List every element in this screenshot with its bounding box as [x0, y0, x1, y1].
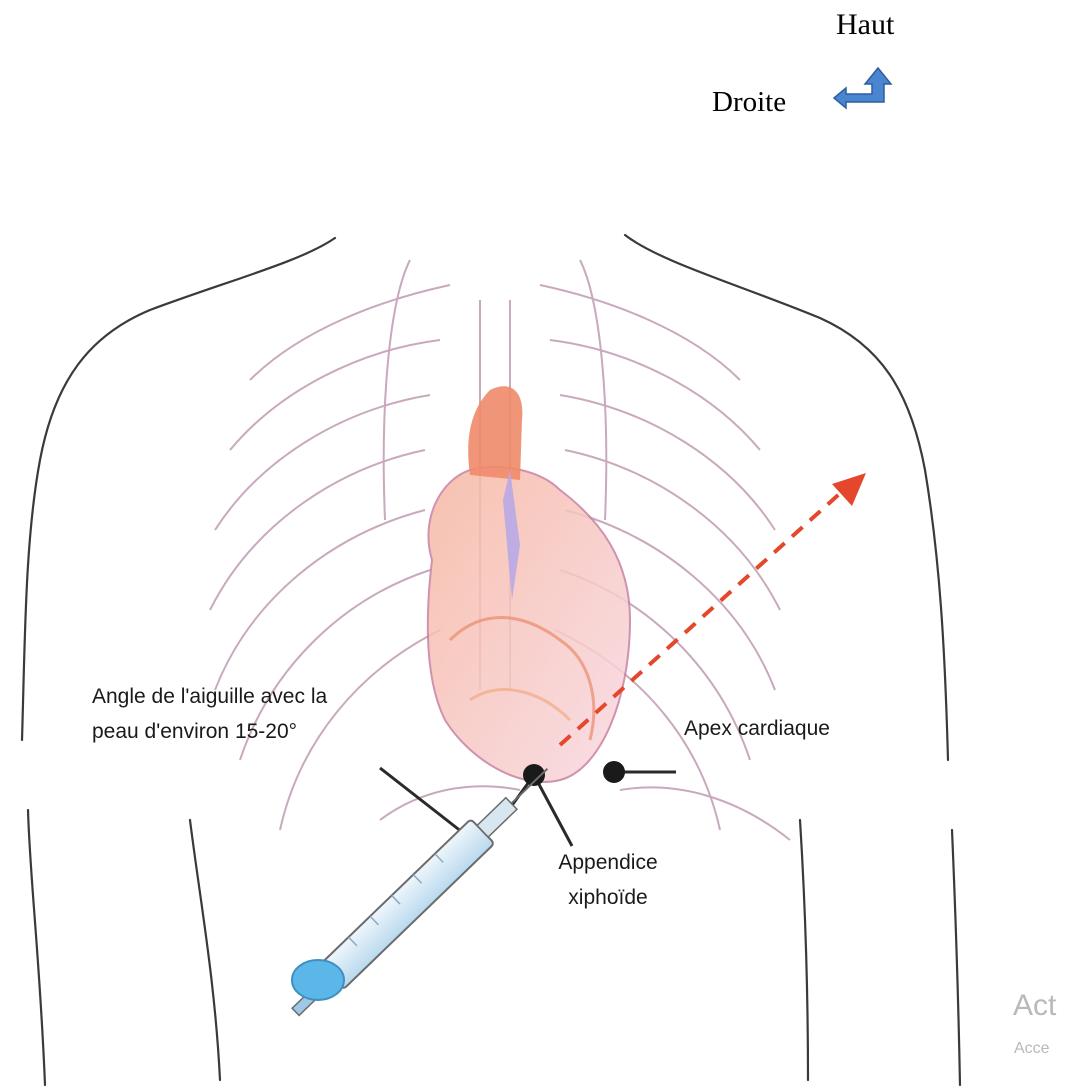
xiphoid-line-1: Appendice: [548, 846, 668, 881]
watermark-subtitle: Acce: [1014, 1040, 1050, 1058]
needle-angle-line-2: peau d'environ 15-20°: [92, 715, 392, 750]
orientation-right-label: Droite: [712, 86, 786, 119]
cardiac-apex-label: Apex cardiaque: [684, 712, 830, 747]
xiphoid-line-2: xiphoïde: [548, 881, 668, 916]
heart: [428, 386, 630, 782]
corner-up-left-arrow-icon: [834, 68, 891, 108]
xiphoid-callout: Appendice xiphoïde: [548, 846, 668, 915]
orientation-up-label: Haut: [836, 8, 894, 42]
apex-marker: [603, 761, 625, 783]
watermark-title: Act: [1013, 989, 1056, 1023]
syringe-plunger-icon: [292, 960, 344, 1000]
needle-angle-line-1: Angle de l'aiguille avec la: [92, 680, 392, 715]
needle-angle-callout: Angle de l'aiguille avec la peau d'envir…: [92, 680, 392, 749]
